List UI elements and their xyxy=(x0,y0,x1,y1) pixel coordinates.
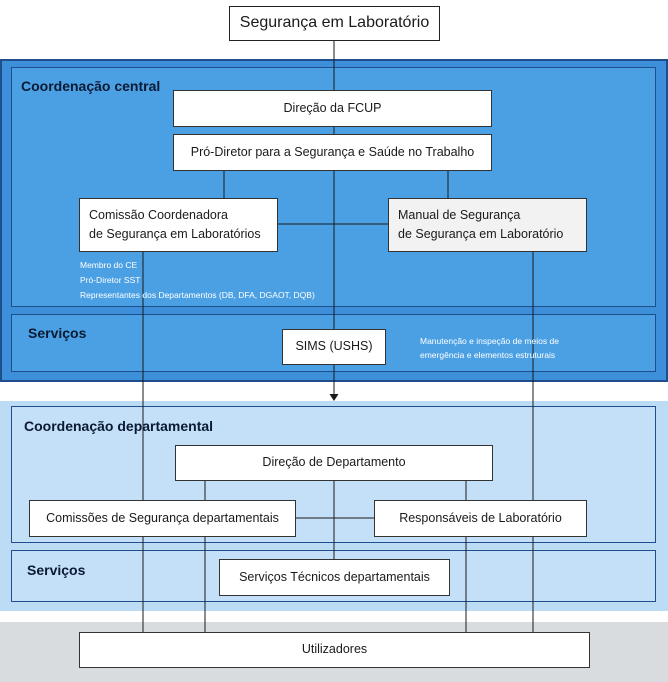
utilizadores-box: Utilizadores xyxy=(79,632,590,668)
member-item: Membro do CE xyxy=(80,260,138,270)
servicos-tecnicos-box: Serviços Técnicos departamentais xyxy=(219,559,450,596)
sims-note-line-2: emergência e elementos estruturais xyxy=(420,350,556,360)
direcao-fcup-box: Direção da FCUP xyxy=(173,90,492,127)
diagram-title: Segurança em Laboratório xyxy=(229,6,440,41)
manual-seguranca-box: Manual de Segurança de Segurança em Labo… xyxy=(388,198,587,252)
manual-line-1: Manual de Segurança xyxy=(398,207,521,222)
direcao-departamento-box: Direção de Departamento xyxy=(175,445,493,481)
responsaveis-laboratorio-box: Responsáveis de Laboratório xyxy=(374,500,587,537)
sims-box: SIMS (USHS) xyxy=(282,329,386,365)
member-item: Representantes dos Departamentos (DB, DF… xyxy=(80,290,315,300)
comissao-coordenadora-label: Comissão Coordenadora de Segurança em La… xyxy=(89,206,261,245)
manual-seguranca-label: Manual de Segurança de Segurança em Labo… xyxy=(398,206,563,245)
pro-diretor-box: Pró-Diretor para a Segurança e Saúde no … xyxy=(173,134,492,171)
comissao-line-2: de Segurança em Laboratórios xyxy=(89,227,261,241)
member-item: Pró-Diretor SST xyxy=(80,275,141,285)
departmental-services-heading: Serviços xyxy=(27,562,86,578)
comissoes-departamentais-box: Comissões de Segurança departamentais xyxy=(29,500,296,537)
sims-note-line-1: Manutenção e inspeção de meios de xyxy=(420,336,559,346)
sims-note: Manutenção e inspeção de meios de emergê… xyxy=(420,334,559,362)
central-coordination-heading: Coordenação central xyxy=(21,78,161,94)
comissao-line-1: Comissão Coordenadora xyxy=(89,207,228,222)
manual-line-2: de Segurança em Laboratório xyxy=(398,227,564,241)
comissao-members-list: Membro do CE Pró-Diretor SST Representan… xyxy=(80,258,315,303)
central-services-heading: Serviços xyxy=(28,325,87,341)
down-arrow-head xyxy=(329,394,339,401)
comissao-coordenadora-box: Comissão Coordenadora de Segurança em La… xyxy=(79,198,278,252)
departmental-coordination-heading: Coordenação departamental xyxy=(24,418,214,434)
